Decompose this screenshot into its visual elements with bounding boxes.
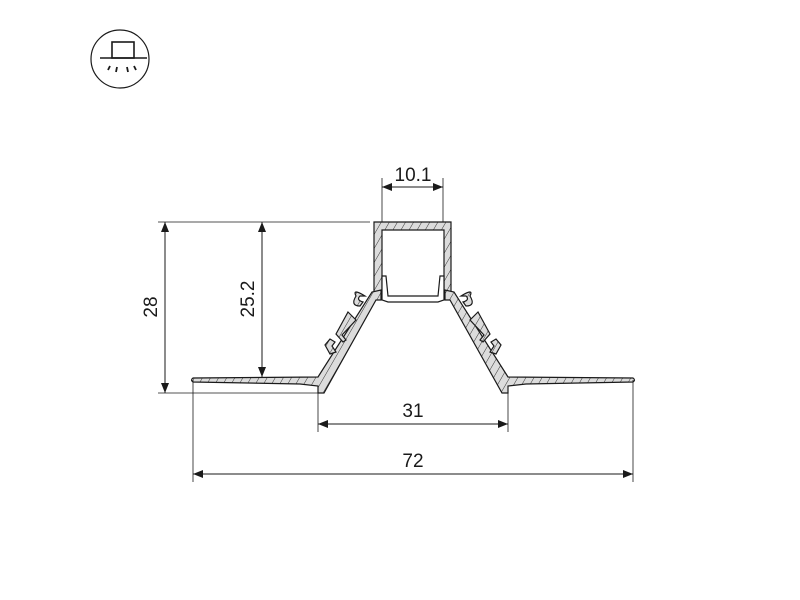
dimension-top-width: 10.1 (395, 165, 432, 186)
dimension-total-width: 72 (402, 451, 423, 472)
ceiling-downlight-icon (90, 29, 150, 89)
dimension-total-height: 28 (141, 296, 162, 317)
dimension-opening-width: 31 (402, 401, 423, 422)
dimension-channel-height: 25.2 (238, 281, 259, 318)
extension-lines (158, 178, 634, 482)
dimension-lines (161, 183, 633, 478)
